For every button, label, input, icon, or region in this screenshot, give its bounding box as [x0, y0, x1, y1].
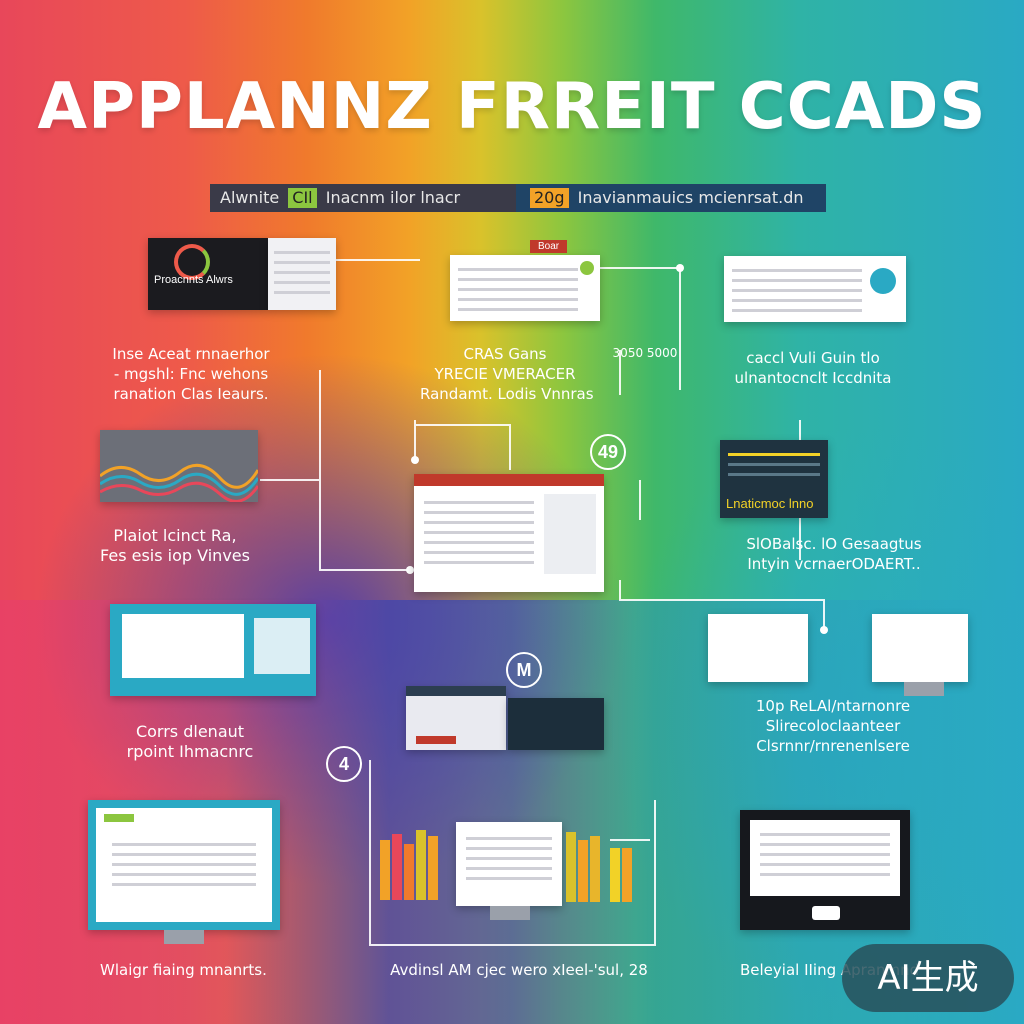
caption-right-low-line-3: Clsrnnr/rnrenenlsere	[756, 737, 910, 755]
center-main-window-titlebar	[414, 474, 604, 486]
wave-chart-icon	[100, 463, 258, 502]
top-right-window-panel	[724, 256, 906, 322]
bottom-left-monitor-stand	[164, 930, 204, 944]
banner-left-pre: Alwnite	[220, 188, 280, 207]
caption-left-top-line-1: Inse Aceat rnnaerhor	[112, 345, 270, 363]
chart-bar-icon-right	[566, 826, 638, 902]
banner-left-chip: CIl	[288, 188, 317, 208]
page-title: APPLANNZ FRREIT CCADS	[37, 70, 987, 144]
top-center-window-panel	[450, 255, 600, 321]
caption-left-low: Corrs dlenaut rpoint Ihmacnrc	[120, 722, 260, 762]
center-main-window-panel	[414, 474, 604, 592]
wave-chart-panel	[100, 430, 258, 502]
bottom-center-monitor	[456, 822, 562, 906]
bottom-center-monitor-stand	[490, 906, 530, 920]
chart-bar-icon	[380, 820, 450, 900]
ai-generated-badge: AI生成	[842, 944, 1014, 1012]
center-low-panel-left-tag	[416, 736, 456, 744]
center-low-panel-right	[508, 698, 604, 750]
badge-top: 49	[590, 434, 626, 470]
caption-right-top-line-2: ulnantocnclt Iccdnita	[734, 369, 892, 387]
caption-center-top-line-1: CRAS Gans	[463, 345, 547, 363]
left-low-monitor-side	[254, 618, 310, 674]
banner-right-chip: 20g	[530, 188, 569, 208]
bottom-right-monitor-button	[812, 906, 840, 920]
caption-left-top-line-2: - mgshl: Fnc wehons	[113, 365, 269, 383]
right-low-box-2-stand	[904, 682, 944, 696]
caption-right-top-line-1: caccl Vuli Guin tlo	[746, 349, 880, 367]
banner-right-post: Inavianmauics mcienrsat.dn	[577, 188, 804, 207]
bottom-left-monitor-screen	[96, 808, 272, 922]
right-low-box-2	[872, 614, 968, 682]
badge-bottom: 4	[326, 746, 362, 782]
caption-right-low-line-1: 10p ReLAl/ntarnonre	[755, 697, 911, 715]
bottom-right-monitor	[740, 810, 910, 930]
caption-center-top-line-3: Randamt. Lodis Vnnras	[420, 385, 594, 403]
bottom-left-monitor-tag	[104, 814, 134, 822]
center-main-window-sidebar	[544, 494, 596, 574]
window-icon	[580, 261, 594, 275]
caption-right-top: caccl Vuli Guin tlo ulnantocnclt Iccdnit…	[728, 348, 898, 388]
left-low-monitor-panel	[110, 604, 316, 696]
caption-left-low-line-1: Corrs dlenaut	[135, 722, 245, 741]
bottom-left-monitor	[88, 800, 280, 930]
caption-bottom-center: Avdinsl AM cjec wero xIeel-'sul, 28	[390, 961, 648, 979]
chart-circle-icon	[870, 268, 896, 294]
center-low-panel-left	[406, 686, 506, 750]
caption-left-mid: Plaiot lcinct Ra, Fes esis iop Vinves	[90, 526, 260, 566]
caption-center-top-line-2: YRECIE VMERACER	[434, 365, 576, 383]
caption-right-mid: SlOBalsc. lO Gesaagtus Intyin vcrnaerODA…	[734, 534, 934, 574]
caption-left-mid-line-2: Fes esis iop Vinves	[100, 546, 250, 565]
caption-right-low-line-2: Slirecoloclaanteer	[765, 717, 901, 735]
right-mid-panel-label: Lnaticmoc lnno	[726, 496, 814, 511]
right-low-box-1	[708, 614, 808, 682]
caption-right-mid-line-1: SlOBalsc. lO Gesaagtus	[746, 535, 922, 553]
right-mid-data-panel: Lnaticmoc lnno	[720, 440, 828, 518]
caption-left-low-line-2: rpoint Ihmacnrc	[126, 742, 254, 761]
dark-card-label: Proacnnts Alwrs	[154, 274, 233, 286]
banner-left: Alwnite CIl Inacnm ilor lnacr	[210, 184, 516, 212]
center-low-panel-left-bar	[406, 686, 506, 696]
dark-card-side-panel	[268, 238, 336, 310]
caption-left-top-line-3: ranation Clas Ieaurs.	[113, 385, 269, 403]
caption-right-low: 10p ReLAl/ntarnonre Slirecoloclaanteer C…	[738, 696, 928, 756]
badge-mid: M	[506, 652, 542, 688]
monitor-icon	[122, 614, 244, 678]
caption-bottom-left: Wlaigr fiaing mnanrts.	[100, 961, 267, 979]
card-icon	[174, 244, 210, 280]
top-center-red-label: Boar	[530, 240, 568, 253]
caption-left-top: Inse Aceat rnnaerhor - mgshl: Fnc wehons…	[106, 344, 276, 404]
banner-left-post: Inacnm ilor lnacr	[325, 188, 461, 207]
caption-right-mid-line-2: Intyin vcrnaerODAERT..	[747, 555, 921, 573]
dark-card-panel: Proacnnts Alwrs	[148, 238, 268, 310]
caption-number-top: 3050 5000	[612, 346, 678, 360]
bottom-right-monitor-screen	[750, 820, 900, 896]
caption-left-mid-line-1: Plaiot lcinct Ra,	[113, 526, 237, 545]
banner-right: 20g Inavianmauics mcienrsat.dn	[516, 184, 826, 212]
caption-center-top: CRAS Gans YRECIE VMERACER Randamt. Lodis…	[420, 344, 594, 404]
